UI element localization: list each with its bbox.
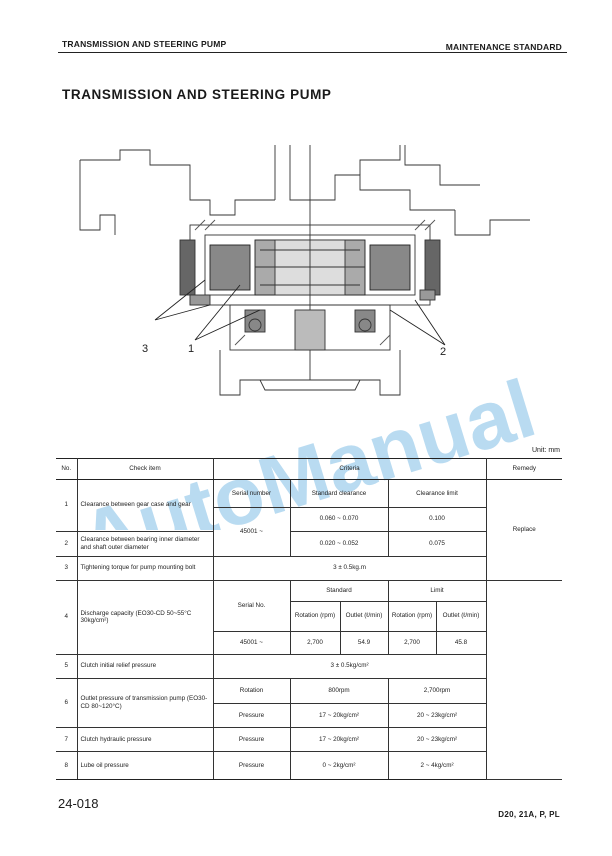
row-8-limit: 2 ~ 4kg/cm²: [387, 751, 487, 780]
row-8-label: Pressure: [212, 751, 291, 780]
col-header-remedy: Remedy: [485, 457, 563, 481]
callout-1: 1: [188, 343, 194, 355]
col-header-check-item: Check item: [76, 457, 214, 481]
row-2-item: Clearance between bearing inner diameter…: [76, 530, 214, 558]
header-document-type: MAINTENANCE STANDARD: [445, 42, 562, 52]
subheader-serial-no: Serial No.: [212, 579, 291, 632]
subheader-standard: Standard: [289, 579, 389, 602]
row-5-value: 3 ± 0.5kg/cm²: [212, 654, 487, 679]
row-7-no: 7: [56, 726, 78, 753]
row-6-pressure-limit: 20 ~ 23kg/cm²: [387, 703, 487, 728]
row-8-no: 8: [56, 751, 78, 780]
row-1-2-serial: 45001 ~: [212, 507, 291, 558]
row-4-std-outlet: 54.9: [339, 630, 389, 656]
row-1-item: Clearance between gear case and gear: [76, 479, 214, 532]
row-1-standard: 0.060 ~ 0.070: [289, 507, 389, 532]
row-1-no: 1: [56, 479, 78, 532]
row-8-item: Lube oil pressure: [76, 751, 214, 780]
row-4-serial: 45001 ~: [212, 630, 291, 656]
row-6-label-pressure: Pressure: [212, 703, 291, 728]
header-section-title: TRANSMISSION AND STEERING PUMP: [62, 39, 227, 49]
callout-3: 3: [142, 343, 148, 355]
row-6-rotation-limit: 2,700rpm: [387, 677, 487, 705]
row-7-item: Clutch hydraulic pressure: [76, 726, 214, 753]
row-1-limit: 0.100: [387, 507, 487, 532]
maintenance-standard-table: No. Check item Criteria Remedy 1 Clearan…: [56, 457, 563, 781]
subheader-lim-outlet: Outlet (ℓ/min): [435, 600, 487, 632]
row-5-no: 5: [56, 654, 78, 679]
row-7-standard: 17 ~ 20kg/cm²: [289, 726, 389, 753]
row-2-standard: 0.020 ~ 0.052: [289, 530, 389, 558]
row-4-item: Discharge capacity (EO30-CD 50~55°C 30kg…: [76, 579, 214, 656]
row-5-item: Clutch initial relief pressure: [76, 654, 214, 679]
row-8-standard: 0 ~ 2kg/cm²: [289, 751, 389, 780]
header-divider: [58, 52, 567, 53]
subheader-clearance-limit: Clearance limit: [387, 479, 487, 509]
callout-2: 2: [440, 346, 446, 358]
remedy-blank: [485, 579, 563, 781]
subheader-limit: Limit: [387, 579, 487, 602]
row-6-item: Outlet pressure of transmission pump (EO…: [76, 677, 214, 728]
subheader-serial-number: Serial number: [212, 479, 291, 509]
subheader-std-rotation: Rotation (rpm): [289, 600, 341, 632]
row-4-lim-rotation: 2,700: [387, 630, 437, 656]
row-6-no: 6: [56, 677, 78, 728]
row-4-std-rotation: 2,700: [289, 630, 341, 656]
col-header-no: No.: [56, 457, 78, 481]
subheader-standard-clearance: Standard clearance: [289, 479, 389, 509]
model-list: D20, 21A, P, PL: [498, 810, 560, 819]
row-4-lim-outlet: 45.8: [435, 630, 487, 656]
row-3-value: 3 ± 0.5kg.m: [212, 556, 487, 581]
row-6-label-rotation: Rotation: [212, 677, 291, 705]
remedy-replace: Replace: [485, 479, 563, 581]
page-title: TRANSMISSION AND STEERING PUMP: [62, 87, 332, 102]
row-2-no: 2: [56, 530, 78, 558]
row-7-limit: 20 ~ 23kg/cm²: [387, 726, 487, 753]
row-4-no: 4: [56, 579, 78, 656]
subheader-lim-rotation: Rotation (rpm): [387, 600, 437, 632]
pump-sectional-drawing: 3 1 2: [79, 145, 530, 396]
row-3-no: 3: [56, 556, 78, 581]
row-2-limit: 0.075: [387, 530, 487, 558]
page-number: 24-018: [58, 796, 99, 811]
row-6-pressure-standard: 17 ~ 20kg/cm²: [289, 703, 389, 728]
row-6-rotation-standard: 800rpm: [289, 677, 389, 705]
row-3-item: Tightening torque for pump mounting bolt: [76, 556, 214, 581]
unit-note: Unit: mm: [532, 447, 560, 454]
col-header-criteria: Criteria: [212, 457, 487, 481]
subheader-std-outlet: Outlet (ℓ/min): [339, 600, 389, 632]
row-7-label: Pressure: [212, 726, 291, 753]
